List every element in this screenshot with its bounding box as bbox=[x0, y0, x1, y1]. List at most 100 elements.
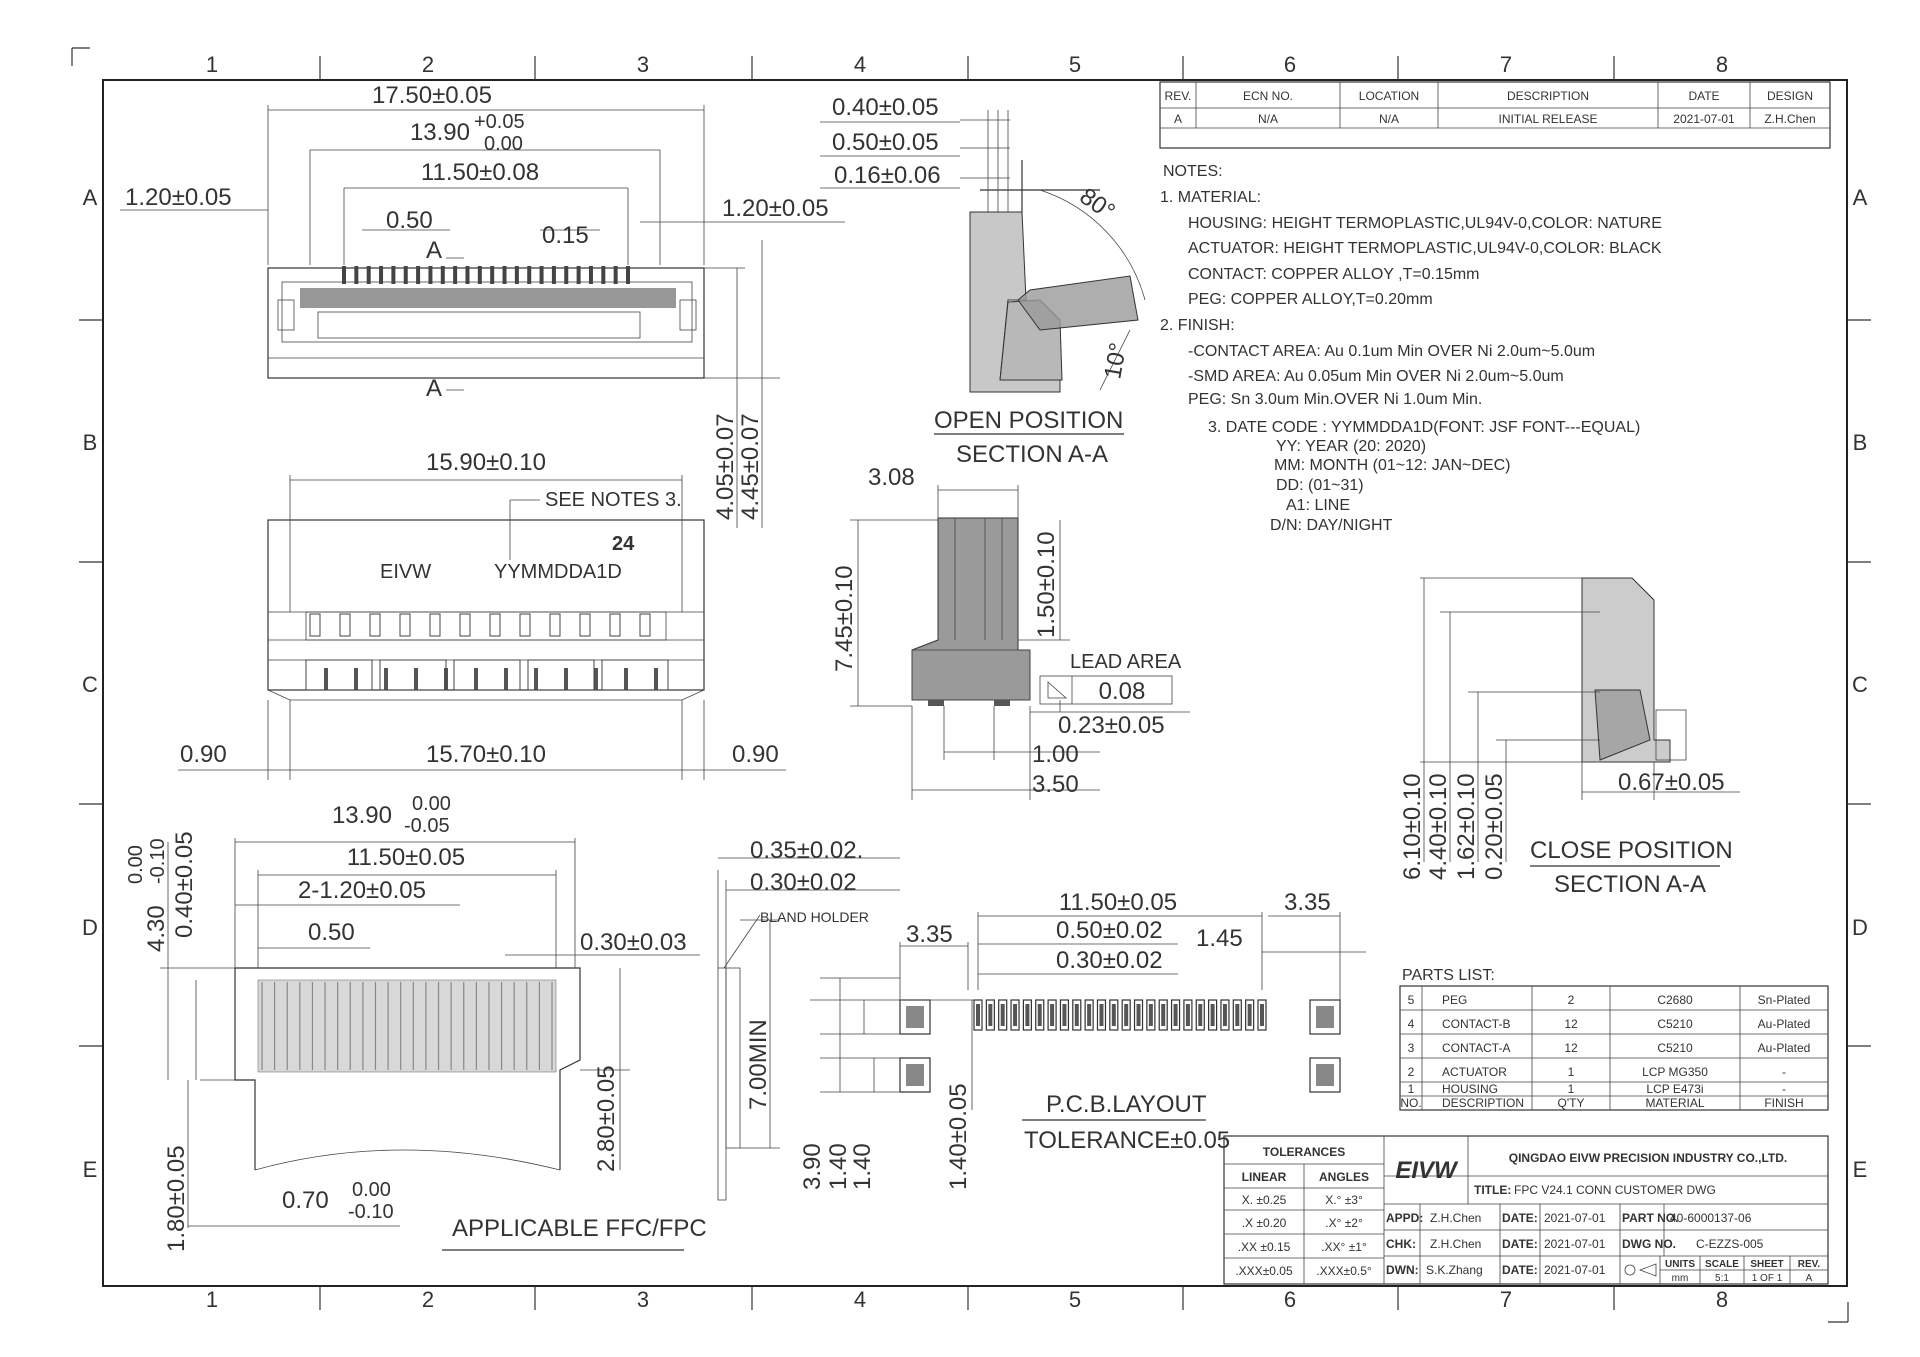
note-line: -SMD AREA: Au 0.05um Min OVER Ni 2.0um~5… bbox=[1188, 368, 1564, 385]
side-view: 3.08 7.45±0.10 1.50±0.10 LEAD AREA 0.08 … bbox=[831, 464, 1190, 800]
rev-cell-description: INITIAL RELEASE bbox=[1499, 112, 1598, 126]
tolerances-title: TOLERANCES bbox=[1263, 1145, 1345, 1159]
date-label: DATE: bbox=[1502, 1211, 1538, 1225]
front-window bbox=[527, 659, 595, 691]
rev-cell-ecn: N/A bbox=[1258, 112, 1278, 126]
scale-label: SCALE bbox=[1705, 1259, 1739, 1270]
tolerances-angles: ANGLES bbox=[1319, 1170, 1369, 1184]
front-contact bbox=[519, 613, 531, 637]
front-lead bbox=[414, 668, 418, 690]
note-line: MM: MONTH (01~12: JAN~DEC) bbox=[1274, 457, 1510, 474]
front-window bbox=[379, 659, 447, 691]
top-pin bbox=[366, 266, 371, 284]
pcb-tolerance: TOLERANCE±0.05 bbox=[1024, 1127, 1230, 1154]
part-finish: - bbox=[1782, 1082, 1786, 1096]
grid-col-1-top: 1 bbox=[206, 52, 218, 77]
front-lead bbox=[534, 668, 538, 690]
pcb-pad-fill bbox=[1025, 1004, 1030, 1026]
top-pin bbox=[391, 266, 396, 284]
dim-ffc-width: 13.90 bbox=[332, 802, 392, 829]
pcb-pad-fill bbox=[1050, 1004, 1055, 1026]
section-marker-a-top: A bbox=[426, 237, 442, 264]
part-desc: CONTACT-B bbox=[1442, 1017, 1510, 1031]
grid-col-3-top: 3 bbox=[637, 52, 649, 77]
angle-open-10: 10° bbox=[1099, 341, 1132, 381]
dim-ffc-pin-width: 0.30±0.03 bbox=[580, 929, 687, 956]
dim-top-pitch-span-tol-plus: +0.05 bbox=[474, 111, 525, 133]
part-finish: - bbox=[1782, 1065, 1786, 1079]
projection-symbol-icon bbox=[1624, 1264, 1636, 1276]
part-material: LCP E473i bbox=[1646, 1082, 1703, 1096]
front-lead bbox=[624, 668, 628, 690]
dim-top-height-1: 4.05±0.07 bbox=[712, 413, 739, 520]
grid-row-d-right: D bbox=[1852, 915, 1868, 940]
parts-list-title: PARTS LIST: bbox=[1402, 967, 1495, 984]
dim-top-height-2: 4.45±0.07 bbox=[737, 413, 764, 520]
appd-name: Z.H.Chen bbox=[1430, 1211, 1481, 1225]
sheet-label: SHEET bbox=[1750, 1259, 1783, 1270]
rev-cell-design: Z.H.Chen bbox=[1764, 112, 1815, 126]
part-material: C5210 bbox=[1657, 1041, 1693, 1055]
pcb-pad-fill bbox=[1247, 1004, 1252, 1026]
dim-top-right-offset: 1.20±0.05 bbox=[722, 195, 829, 222]
dim-ffc-pitch: 0.50 bbox=[308, 919, 355, 946]
top-pin bbox=[514, 266, 519, 284]
ffc-view: 13.90 0.00 -0.05 11.50±0.05 2-1.20±0.05 … bbox=[125, 793, 900, 1252]
dim-ffc-notch-width-tol-minus: -0.10 bbox=[348, 1201, 394, 1223]
pcb-pad-fill bbox=[1210, 1004, 1215, 1026]
rev-header-location: LOCATION bbox=[1359, 89, 1419, 103]
part-no-label: PART NO. bbox=[1622, 1211, 1678, 1225]
note-line: YY: YEAR (20: 2020) bbox=[1276, 438, 1426, 455]
pcb-pad-fill bbox=[1136, 1004, 1141, 1026]
chk-label: CHK: bbox=[1386, 1237, 1416, 1251]
top-pin bbox=[588, 266, 593, 284]
dim-ffc-width-tol-plus: 0.00 bbox=[412, 793, 451, 815]
dim-ffc-min-length: 7.00MIN bbox=[745, 1019, 772, 1110]
grid-row-b-right: B bbox=[1853, 430, 1868, 455]
side-flatness-value: 0.08 bbox=[1099, 678, 1146, 705]
parts-header-no: NO. bbox=[1400, 1096, 1421, 1110]
dim-side-depth: 3.50 bbox=[1032, 771, 1079, 798]
dim-ffc-length: 4.30 bbox=[143, 905, 170, 952]
grid-col-8-top: 8 bbox=[1716, 52, 1728, 77]
dim-pcb-left-offset: 3.35 bbox=[906, 921, 953, 948]
dim-front-left: 0.90 bbox=[180, 741, 227, 768]
dim-pcb-peg-offset: 1.45 bbox=[1196, 925, 1243, 952]
tol-linear: .XX ±0.15 bbox=[1238, 1240, 1291, 1254]
rev-cell-location: N/A bbox=[1379, 112, 1399, 126]
pcb-pad-fill bbox=[1148, 1004, 1153, 1026]
top-pin bbox=[539, 266, 544, 284]
top-pin bbox=[379, 266, 384, 284]
part-material: C5210 bbox=[1657, 1017, 1693, 1031]
dim-pcb-peg-gap: 1.40 bbox=[825, 1143, 852, 1190]
front-contact bbox=[609, 613, 621, 637]
title-block: TOLERANCES LINEAR ANGLES X. ±0.25 X.° ±3… bbox=[1223, 1135, 1829, 1285]
top-pin bbox=[465, 266, 470, 284]
grid-col-7-bottom: 7 bbox=[1500, 1287, 1512, 1312]
revision-table: REV. ECN NO. LOCATION DESCRIPTION DATE D… bbox=[1159, 81, 1831, 149]
part-material: C2680 bbox=[1657, 993, 1693, 1007]
pcb-pad-fill bbox=[1111, 1004, 1116, 1026]
front-lead bbox=[504, 668, 508, 690]
note-line: 1. MATERIAL: bbox=[1160, 189, 1261, 206]
part-finish: Sn-Plated bbox=[1758, 993, 1811, 1007]
scale-value: 5:1 bbox=[1715, 1273, 1729, 1284]
front-lead bbox=[474, 668, 478, 690]
chk-name: Z.H.Chen bbox=[1430, 1237, 1481, 1251]
dim-open-1: 0.40±0.05 bbox=[832, 94, 939, 121]
note-line: 3. DATE CODE : YYMMDDA1D(FONT: JSF FONT-… bbox=[1208, 419, 1640, 436]
dim-top-width: 17.50±0.05 bbox=[372, 82, 492, 109]
grid-col-4-top: 4 bbox=[854, 52, 866, 77]
dwn-name: S.K.Zhang bbox=[1426, 1263, 1483, 1277]
rev-header-design: DESIGN bbox=[1767, 89, 1813, 103]
angle-open-80: 80° bbox=[1075, 183, 1120, 226]
dim-front-right: 0.90 bbox=[732, 741, 779, 768]
note-line: DD: (01~31) bbox=[1276, 477, 1364, 494]
sheet-value: 1 OF 1 bbox=[1752, 1273, 1783, 1284]
top-pin bbox=[403, 266, 408, 284]
dim-pcb-peg-height: 3.90 bbox=[799, 1143, 826, 1190]
projection-cone-icon bbox=[1638, 1263, 1657, 1277]
dim-side-height: 7.45±0.10 bbox=[831, 565, 858, 672]
top-pin bbox=[477, 266, 482, 284]
front-pin-count: 24 bbox=[612, 533, 635, 555]
